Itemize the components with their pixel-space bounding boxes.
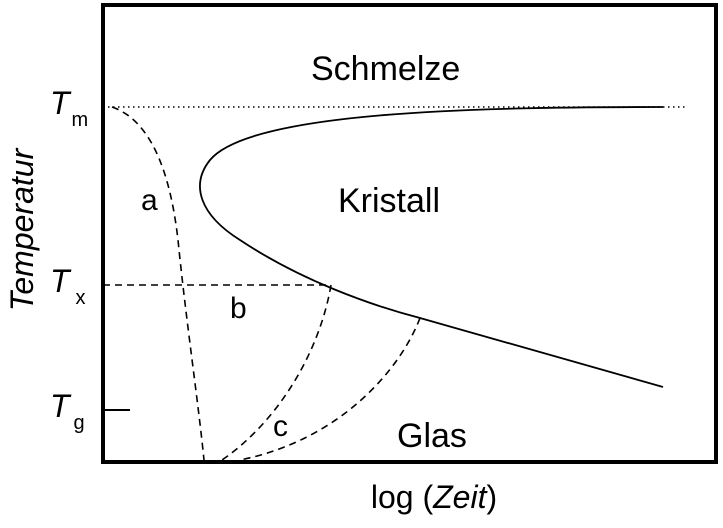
y-axis-label: Temperatur <box>4 147 40 311</box>
curve-c <box>239 317 421 461</box>
tick-tm-main: T <box>50 85 72 121</box>
x-axis-label-prefix: log ( <box>371 479 434 515</box>
curve-a <box>111 106 205 461</box>
x-axis-label-suffix: ) <box>486 479 497 515</box>
region-glass-label: Glas <box>397 417 467 455</box>
x-axis-label: log (Zeit) <box>371 479 497 515</box>
tick-tx-main: T <box>50 263 72 299</box>
tick-tg-sub: g <box>74 412 85 434</box>
curve-b-label: b <box>230 292 247 325</box>
curve-a-label: a <box>141 184 158 217</box>
tick-tg-main: T <box>50 388 72 424</box>
tick-tm-sub: m <box>72 109 89 131</box>
x-axis-label-italic: Zeit <box>432 479 487 515</box>
region-crystal-label: Kristall <box>338 182 440 220</box>
curve-b <box>221 284 332 461</box>
plot-frame <box>101 3 718 464</box>
crystallization-curve <box>199 106 664 388</box>
region-melt-label: Schmelze <box>311 50 460 88</box>
tick-tx-sub: x <box>76 287 86 309</box>
curve-c-label: c <box>273 410 288 443</box>
